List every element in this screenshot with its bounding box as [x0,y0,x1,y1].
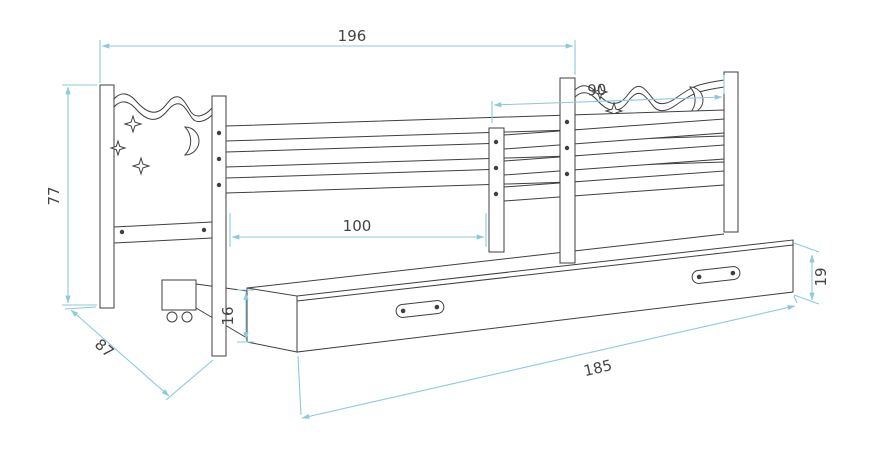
dimension-drawer-length: 185 [297,295,798,419]
screw-dot [564,145,570,151]
drawer-front-thickness-line [296,244,794,302]
screw-dot [216,182,222,188]
dimension-line [70,309,170,397]
screw-dot [216,156,222,162]
dimension-label: 87 [91,335,117,361]
screw-dot [119,229,125,235]
guard-rail [503,118,725,202]
dimension-label: 196 [338,27,367,45]
footboard-near-post [559,77,576,264]
drawer-back-top-edge [246,233,725,289]
extension-line [165,359,214,401]
caster-wheel [181,311,193,323]
star-decoration [131,156,151,176]
headboard-wave-thickness [113,101,213,123]
star-decoration [123,114,143,134]
screw-dot [493,139,499,145]
guard-rail-post [488,127,505,253]
dimension-guard-rail-length: 90 [491,75,725,123]
dimension-drawer-front-height: 16 [219,289,254,343]
caster-bracket [161,279,197,311]
headboard-bottom-rail [113,237,213,244]
screw-dots [119,119,570,235]
screw-dot [216,130,222,136]
dimension-label: 185 [582,356,614,380]
dimension-line [493,94,723,108]
headboard-bottom-rail [113,221,213,228]
footboard-far-post [723,71,739,233]
dimension-label: 100 [343,217,372,235]
handle-screw-dot [696,274,702,280]
drawer-handle [691,266,741,284]
star-decoration [109,139,127,157]
headboard [99,84,227,357]
extension-line [793,242,820,253]
headboard-back-post [99,84,115,309]
headboard-front-post [211,95,227,357]
drawer-front-face [296,239,794,353]
headboard-wave-edge [113,93,213,117]
dimension-drawer-side-height: 19 [793,242,830,305]
dimension-label: 19 [812,267,830,286]
drawer-caster [161,279,248,339]
screw-dot [493,191,499,197]
moon-decoration [183,126,200,156]
dimension-line [301,305,796,419]
screw-dot [201,227,207,233]
drawer-handle-outline [691,266,741,284]
extension-line [297,355,302,416]
screw-dot [493,165,499,171]
moon-decoration [688,86,704,114]
screw-dot [564,171,570,177]
dimension-bed-length: 196 [99,27,576,83]
storage-drawer [246,233,794,353]
bed-drawing [99,71,794,357]
dimensions: 196 90 77 100 87 [45,27,830,419]
dimension-label: 16 [219,306,237,325]
extension-line [793,295,798,304]
extension-line [793,294,820,305]
extension-line [64,306,97,310]
dimension-entry-opening: 100 [229,213,487,247]
dimension-label: 90 [587,81,607,100]
handle-screw-dot [730,270,736,276]
dimension-bed-height: 77 [45,84,97,306]
drawer-left-face [246,287,298,353]
caster-wheel [166,311,178,323]
screw-dot [564,119,570,125]
dimension-label: 77 [45,186,63,205]
